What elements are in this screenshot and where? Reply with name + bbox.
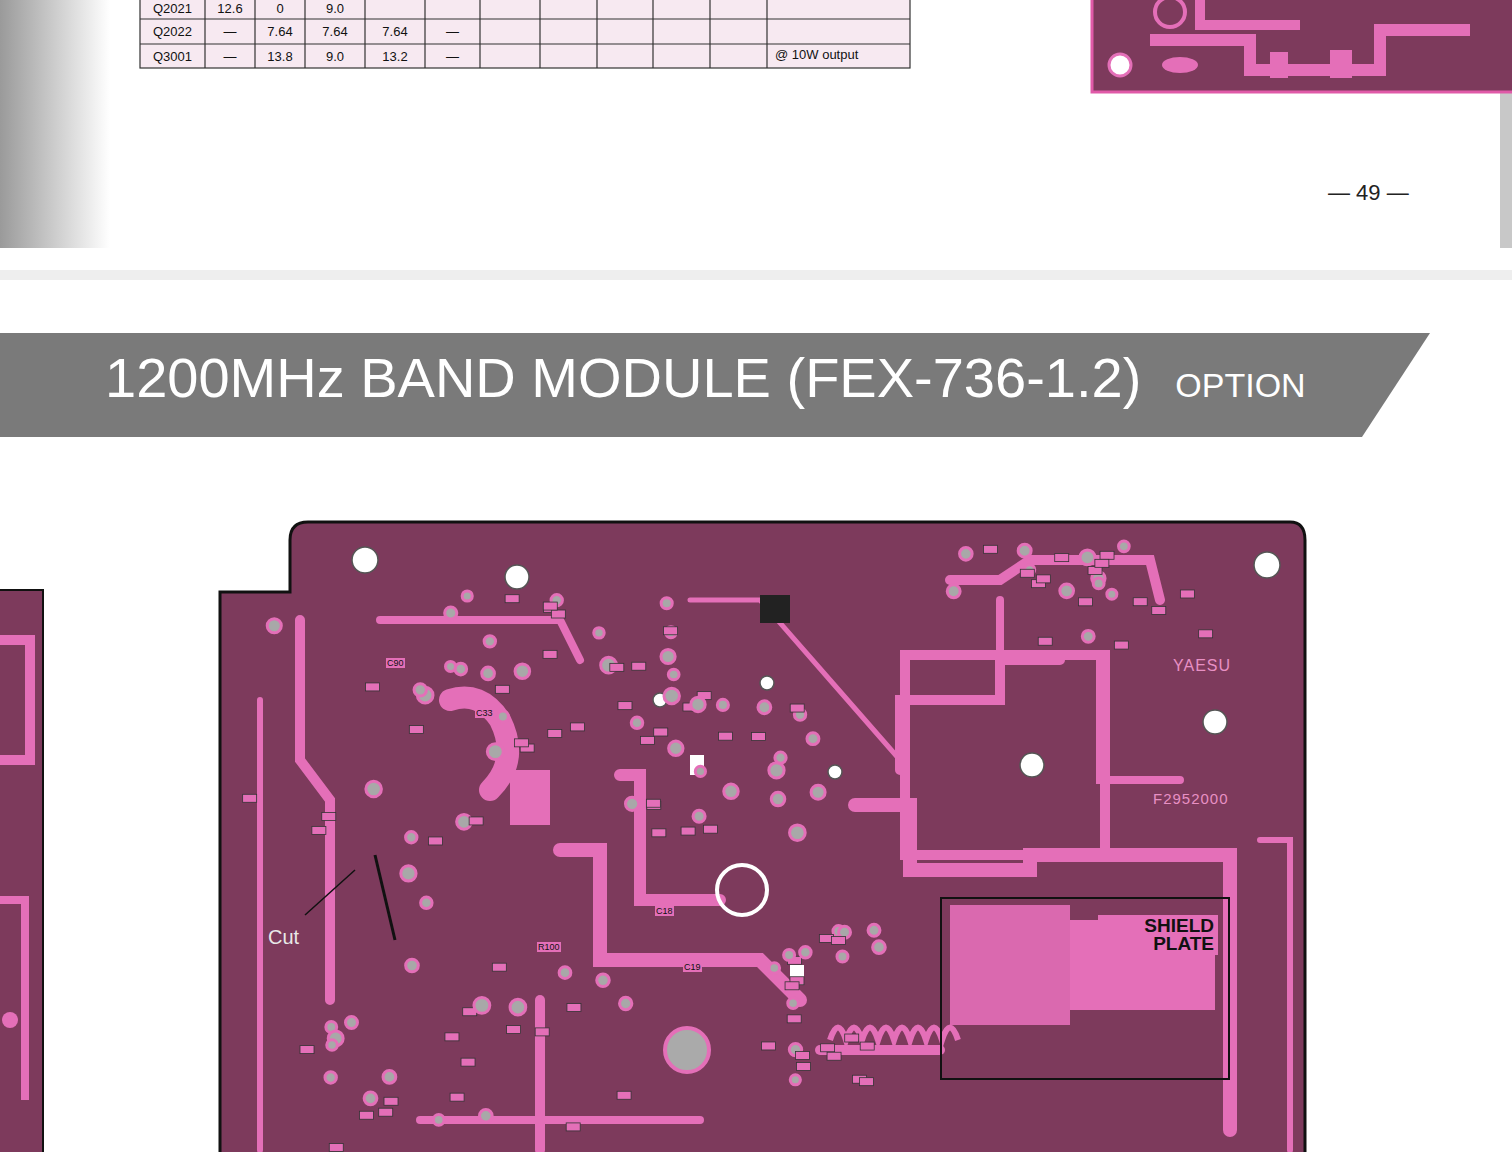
table-cell: Q2022 <box>153 24 192 39</box>
table-cell: — <box>224 49 237 64</box>
component-label: C19 <box>683 962 702 972</box>
component-label: R100 <box>537 942 561 952</box>
option-label: OPTION <box>1175 366 1305 405</box>
component-label: C33 <box>475 708 494 718</box>
table-cell: — <box>446 24 459 39</box>
table-cell: 12.6 <box>217 1 242 16</box>
table-cell: Q3001 <box>153 49 192 64</box>
table-cell: 7.64 <box>382 24 407 39</box>
table-cell: 7.64 <box>322 24 347 39</box>
plate-label: SHIELD PLATE <box>1098 915 1218 955</box>
silkscreen-text: F2952000 <box>1153 790 1229 807</box>
cut-note: Cut <box>268 926 299 949</box>
component-label: C90 <box>386 658 405 668</box>
table-cell: 9.0 <box>326 1 344 16</box>
component-label: C18 <box>655 906 674 916</box>
title-banner: 1200MHz BAND MODULE (FEX-736-1.2) OPTION <box>105 345 1306 410</box>
table-cell: 13.2 <box>382 49 407 64</box>
silkscreen-text: YAESU <box>1173 657 1231 675</box>
table-cell: — <box>224 24 237 39</box>
table-note: @ 10W output <box>775 47 858 62</box>
table-cell: 9.0 <box>326 49 344 64</box>
table-cell: — <box>446 49 459 64</box>
shield-plate-outline: SHIELD PLATE <box>940 897 1230 1080</box>
table-cell: 7.64 <box>267 24 292 39</box>
page-number: — 49 — <box>1328 180 1409 206</box>
title: 1200MHz BAND MODULE (FEX-736-1.2) <box>105 345 1141 410</box>
table-cell: 13.8 <box>267 49 292 64</box>
table-cell: 0 <box>276 1 283 16</box>
table-cell: Q2021 <box>153 1 192 16</box>
